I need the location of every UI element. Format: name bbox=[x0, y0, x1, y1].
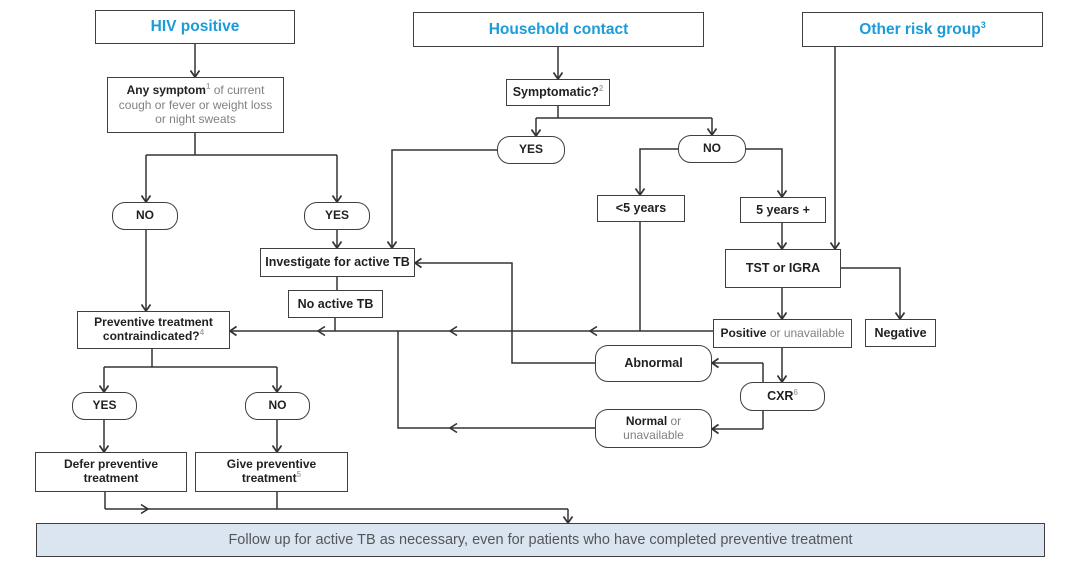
banner-label: Follow up for active TB as necessary, ev… bbox=[228, 532, 853, 548]
node-label: Other risk group3 bbox=[859, 19, 986, 38]
node-investigate-active-tb: Investigate for active TB bbox=[260, 248, 415, 277]
node-yes-hiv: YES bbox=[304, 202, 370, 230]
node-label: YES bbox=[92, 398, 117, 413]
node-no-hiv: NO bbox=[112, 202, 178, 230]
node-label: Investigate for active TB bbox=[265, 255, 410, 270]
node-yes-contraindicated: YES bbox=[72, 392, 137, 420]
node-5-years-plus: 5 years + bbox=[740, 197, 826, 223]
follow-up-banner: Follow up for active TB as necessary, ev… bbox=[36, 523, 1045, 557]
node-label: 5 years + bbox=[756, 202, 810, 217]
node-no-contraindicated: NO bbox=[245, 392, 310, 420]
node-label: NO bbox=[703, 141, 721, 156]
node-cxr: CXR6 bbox=[740, 382, 825, 411]
node-hiv-positive: HIV positive bbox=[95, 10, 295, 44]
node-label: HIV positive bbox=[150, 18, 240, 36]
node-yes-symptomatic: YES bbox=[497, 136, 565, 164]
node-any-symptom: Any symptom1 of current cough or fever o… bbox=[107, 77, 284, 133]
node-label: Preventive treatment contraindicated?4 bbox=[94, 315, 213, 343]
node-negative: Negative bbox=[865, 319, 936, 347]
node-defer-preventive-treatment: Defer preventive treatment bbox=[35, 452, 187, 492]
node-other-risk-group: Other risk group3 bbox=[802, 12, 1043, 47]
node-tst-or-igra: TST or IGRA bbox=[725, 249, 841, 288]
node-household-contact: Household contact bbox=[413, 12, 704, 47]
node-normal-or-unavailable: Normal or unavailable bbox=[595, 409, 712, 448]
node-label: <5 years bbox=[615, 201, 667, 216]
node-label: No active TB bbox=[297, 296, 374, 311]
node-label: Normal or unavailable bbox=[623, 413, 684, 442]
node-preventive-contraindicated: Preventive treatment contraindicated?4 bbox=[77, 311, 230, 349]
node-label: Defer preventive treatment bbox=[63, 457, 159, 485]
node-label: CXR6 bbox=[767, 388, 798, 404]
node-label: Any symptom1 of current cough or fever o… bbox=[118, 82, 273, 127]
node-positive-or-unavailable: Positive or unavailable bbox=[713, 319, 852, 348]
node-label: Give preventive treatment5 bbox=[226, 457, 317, 485]
node-label: Negative bbox=[874, 325, 927, 340]
node-label: NO bbox=[268, 398, 287, 413]
node-symptomatic: Symptomatic?2 bbox=[506, 79, 610, 106]
node-label: Symptomatic?2 bbox=[512, 84, 604, 100]
node-label: NO bbox=[136, 208, 154, 223]
node-label: Household contact bbox=[488, 20, 629, 38]
node-give-preventive-treatment: Give preventive treatment5 bbox=[195, 452, 348, 492]
node-abnormal: Abnormal bbox=[595, 345, 712, 382]
node-under-5-years: <5 years bbox=[597, 195, 685, 222]
node-label: Positive or unavailable bbox=[720, 325, 845, 340]
node-no-symptomatic: NO bbox=[678, 135, 746, 163]
node-no-active-tb: No active TB bbox=[288, 290, 383, 318]
node-label: YES bbox=[324, 208, 349, 223]
node-label: Abnormal bbox=[624, 356, 683, 371]
node-label: TST or IGRA bbox=[745, 261, 821, 276]
node-label: YES bbox=[518, 142, 543, 157]
